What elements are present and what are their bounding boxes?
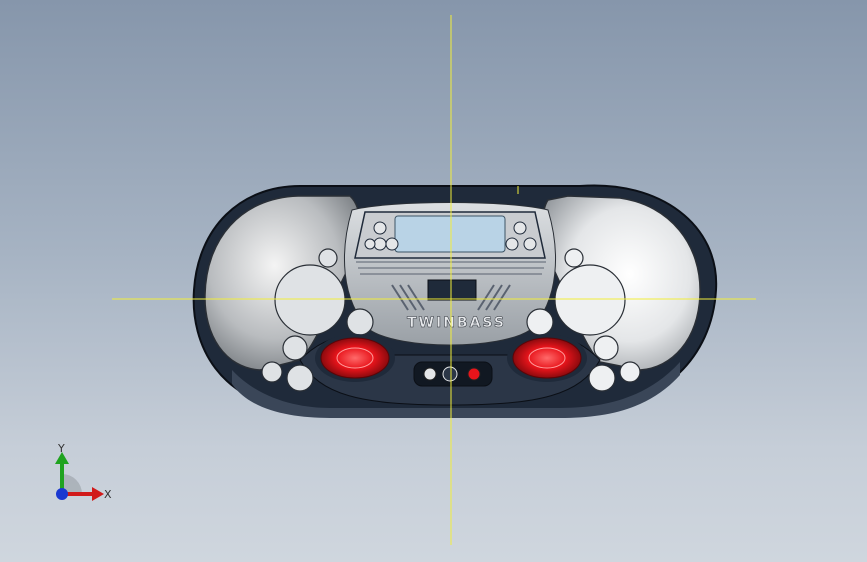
right-volume-knob[interactable] [507, 334, 587, 382]
x-axis-label: X [104, 488, 112, 501]
y-axis-label: Y [57, 442, 65, 455]
z-axis-dot [56, 488, 68, 500]
center-label-box [427, 279, 477, 301]
view-crosshair [112, 15, 756, 545]
brand-label: TWINBASS [407, 315, 506, 331]
x-axis-arrow [92, 487, 104, 501]
left-volume-knob[interactable] [315, 334, 395, 382]
triad-sector [62, 474, 82, 494]
vent-lines [391, 284, 511, 311]
coordinate-triad: Y X [55, 442, 112, 501]
right-round-cells [526, 248, 641, 392]
control-buttons[interactable] [364, 221, 537, 251]
lcd-display [394, 215, 506, 253]
y-axis-arrow [55, 452, 69, 464]
input-jacks [413, 361, 493, 387]
left-round-cells [261, 248, 374, 392]
